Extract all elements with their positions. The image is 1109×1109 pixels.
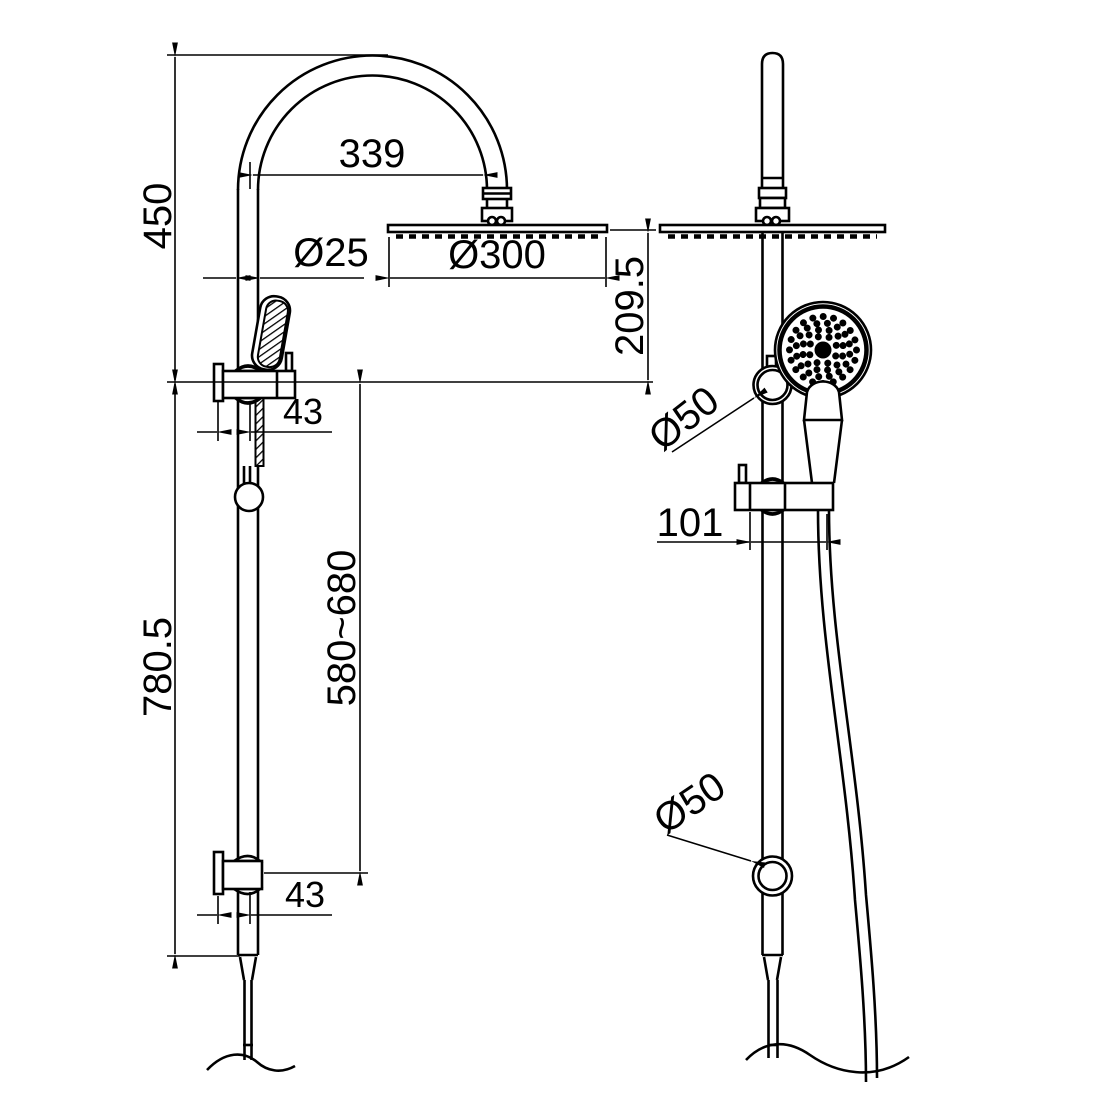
spray-dots-ring2 — [799, 326, 847, 374]
dim-780-5: 780.5 — [136, 369, 180, 969]
top-supply-pipe — [754, 51, 791, 227]
dim-580-680: 580~680 — [264, 369, 368, 886]
bracket-pin — [284, 351, 294, 373]
pipe-end-side — [745, 953, 910, 1074]
dim-label-580-680: 580~680 — [320, 550, 364, 707]
shower-rail-front — [236, 189, 260, 955]
pipe-end-front — [206, 953, 296, 1072]
side-view — [658, 51, 910, 1083]
dim-knob-50-bottom: Ø50 — [646, 764, 766, 869]
dim-knob-50-top: Ø50 — [641, 378, 768, 459]
lower-wall-bracket-front — [212, 850, 264, 896]
dim-label-101: 101 — [657, 501, 724, 545]
dim-label-rail-diameter: Ø25 — [293, 231, 369, 275]
dim-label-450: 450 — [136, 183, 180, 250]
rain-shower-head-front — [386, 223, 609, 239]
dim-43-top: 43 — [197, 391, 332, 441]
slider-bracket-side — [733, 463, 835, 516]
dim-339: 339 — [238, 132, 498, 189]
slider-knob-front — [233, 481, 265, 513]
dim-label-43-bottom: 43 — [285, 874, 325, 915]
dim-rail-diameter: Ø25 — [203, 231, 369, 281]
dim-label-339: 339 — [339, 132, 406, 176]
shower-hose — [816, 509, 879, 1083]
break-wave-side — [745, 1042, 910, 1074]
dim-label-head-diameter: Ø300 — [448, 233, 546, 277]
dim-209-5: 209.5 — [608, 218, 656, 395]
rain-shower-head-side — [658, 223, 887, 239]
bracket-pin-side — [737, 463, 748, 485]
dim-label-50-bottom: Ø50 — [646, 764, 733, 843]
dim-label-780-5: 780.5 — [136, 617, 180, 717]
front-view — [206, 54, 609, 1072]
spray-center-dot — [814, 341, 832, 359]
spray-dots-ring1 — [805, 332, 841, 368]
dim-450: 450 — [136, 42, 180, 395]
dim-head-diameter: Ø300 — [375, 233, 620, 287]
hand-shower-front — [242, 294, 292, 484]
lower-knob-side — [751, 855, 794, 897]
dim-label-50-top: Ø50 — [641, 378, 728, 459]
hand-shower-grip — [254, 395, 265, 467]
dim-label-43-top: 43 — [283, 391, 323, 432]
dim-label-209-5: 209.5 — [608, 256, 652, 356]
dim-101: 101 — [657, 501, 841, 550]
spray-dots-ring3 — [792, 319, 854, 381]
dim-43-bottom: 43 — [197, 874, 332, 924]
handle-neck — [802, 380, 844, 422]
hose-fork — [242, 466, 252, 484]
break-wave-front — [206, 1053, 296, 1072]
hand-shower-side — [773, 300, 873, 484]
handle-sides — [802, 419, 844, 484]
